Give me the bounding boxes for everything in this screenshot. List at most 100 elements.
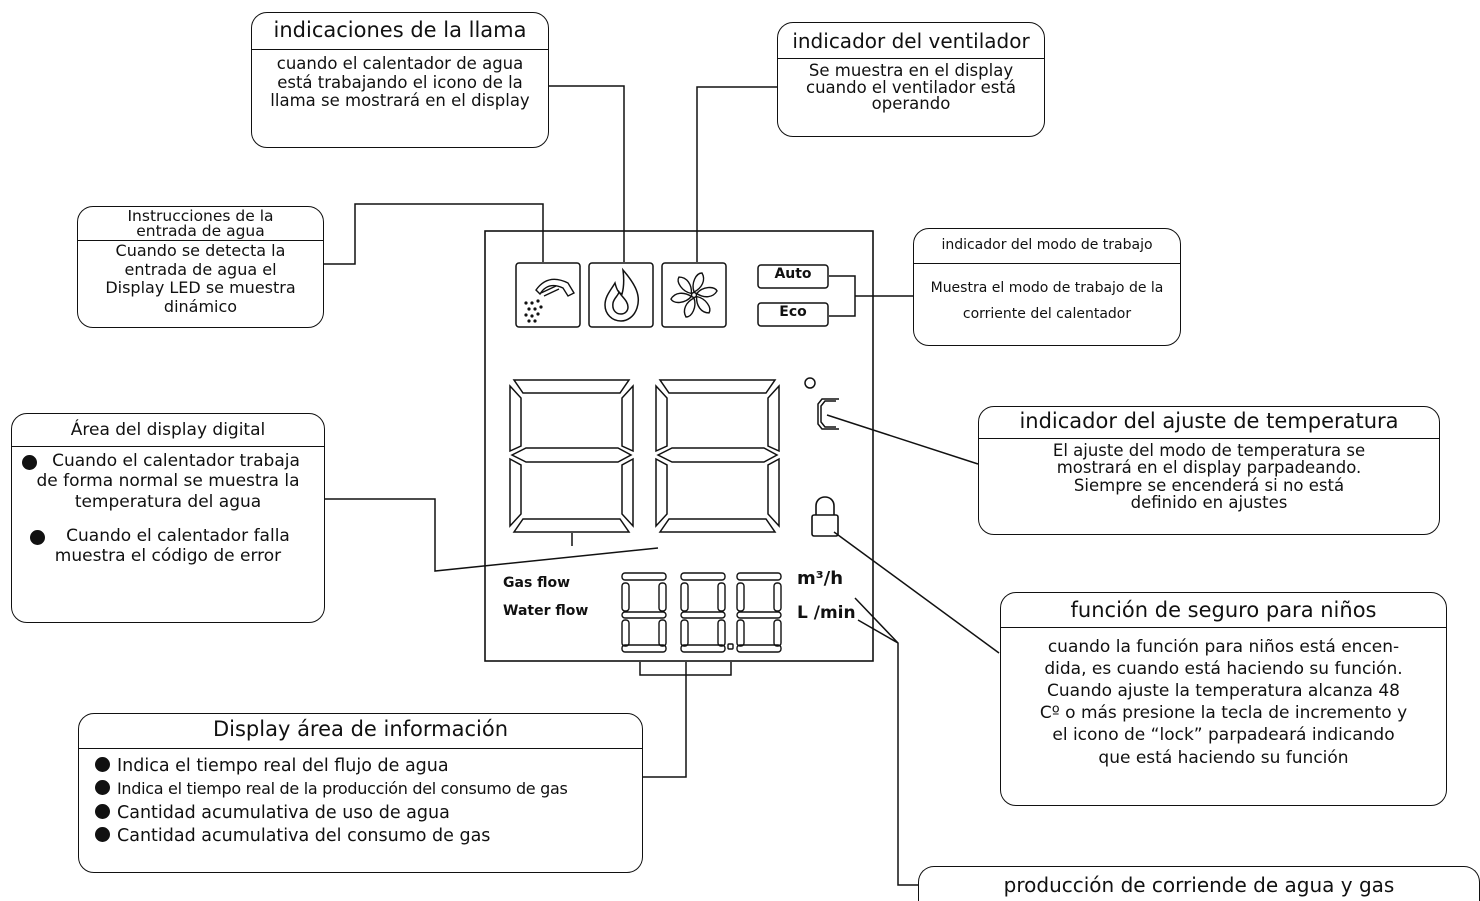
- info-area-bullet: Indica el tiempo real de la producción d…: [95, 778, 642, 801]
- digital-area-line: Cuando el calentador falla: [66, 526, 290, 547]
- info-area-bullet: Cantidad acumulativa del consumo de gas: [95, 825, 642, 848]
- temperature-callout-title: indicador del ajuste de temperatura: [979, 407, 1439, 440]
- water-inlet-line: Cuando se detecta la: [115, 241, 286, 261]
- mode-auto-label: Auto: [774, 266, 812, 282]
- child-lock-callout-body: cuando la función para niños está encen-…: [1001, 628, 1446, 769]
- bullet-icon: [95, 757, 110, 773]
- water-inlet-icon-box: [515, 262, 581, 328]
- info-area-list: Indica el tiempo real del flujo de agua …: [79, 749, 642, 848]
- temperature-line: Siempre se encenderá si no está: [1073, 475, 1345, 495]
- info-area-line: Cantidad acumulativa de uso de agua: [117, 802, 450, 823]
- flame-connector: [548, 85, 625, 262]
- flame-line: llama se mostrará en el display: [270, 90, 530, 110]
- gas-flow-label: Gas flow: [503, 575, 571, 591]
- bullet-icon: [95, 803, 110, 819]
- big-digits: [509, 379, 780, 546]
- info-area-line: Indica el tiempo real de la producción d…: [117, 779, 568, 799]
- temperature-line: mostrará en el display parpadeando.: [1056, 458, 1362, 478]
- info-area-callout-title: Display área de información: [79, 714, 642, 750]
- temperature-callout: indicador del ajuste de temperatura El a…: [978, 406, 1440, 535]
- digital-area-line: de forma normal se muestra la: [36, 471, 300, 492]
- temperature-line: definido en ajustes: [1130, 492, 1288, 512]
- temperature-connector: [826, 414, 979, 465]
- fan-icon: [670, 272, 718, 318]
- small-digit-1: [621, 572, 667, 653]
- flame-line: cuando el calentador de agua: [276, 54, 524, 74]
- digital-area-callout-title: Área del display digital: [12, 414, 324, 447]
- child-lock-callout-title: función de seguro para niños: [1001, 593, 1446, 629]
- child-lock-line: que está haciendo su función: [1098, 747, 1349, 768]
- water-inlet-line: entrada de agua el: [124, 259, 277, 279]
- water-inlet-line: dinámico: [163, 296, 238, 316]
- child-lock-callout: función de seguro para niños cuando la f…: [1000, 592, 1447, 806]
- big-digit-2: [655, 379, 780, 533]
- flame-line: está trabajando el icono de la: [277, 72, 523, 92]
- unit-gas-label: m³/h: [797, 568, 844, 589]
- water-inlet-callout: Instrucciones de la entrada de agua Cuan…: [77, 206, 324, 328]
- fan-connector: [696, 86, 778, 262]
- work-mode-line: Muestra el modo de trabajo de la: [930, 279, 1164, 296]
- decimal-point: [727, 643, 734, 650]
- lock-connector: [833, 531, 1000, 654]
- temperature-callout-body: El ajuste del modo de temperatura se mos…: [979, 439, 1439, 512]
- mode-auto-box: [757, 264, 829, 289]
- fan-callout-body: Se muestra en el display cuando el venti…: [778, 59, 1044, 113]
- fan-callout: indicador del ventilador Se muestra en e…: [777, 22, 1045, 137]
- fan-line: cuando el ventilador está: [806, 77, 1016, 97]
- lock-icon: [811, 496, 839, 537]
- mode-eco-label: Eco: [779, 304, 807, 320]
- flame-callout-title: indicaciones de la llama: [252, 13, 548, 51]
- temperature-line: El ajuste del modo de temperatura se: [1052, 441, 1366, 461]
- child-lock-line: cuando la función para niños está encen-: [1047, 637, 1400, 658]
- digital-area-line: temperatura del agua: [74, 491, 262, 512]
- work-mode-callout-body: Muestra el modo de trabajo de la corrien…: [914, 264, 1180, 328]
- info-area-bullet: Indica el tiempo real del flujo de agua: [95, 755, 642, 778]
- fan-callout-title: indicador del ventilador: [778, 23, 1044, 59]
- water-inlet-title-line: Instrucciones de la: [127, 207, 274, 225]
- info-area-callout: Display área de información Indica el ti…: [78, 713, 643, 873]
- digital-area-line: muestra el código de error: [54, 546, 282, 567]
- fan-icon-box: [661, 262, 727, 328]
- shower-icon: [524, 278, 575, 323]
- info-area-bullet: Cantidad acumulativa de uso de agua: [95, 802, 642, 825]
- lcd-panel: [484, 230, 874, 662]
- digital-area-bullet: Cuando el calentador falla muestra el có…: [12, 526, 324, 567]
- water-flow-label: Water flow: [503, 603, 589, 619]
- water-inlet-callout-title: Instrucciones de la entrada de agua: [78, 207, 323, 242]
- work-mode-line: corriente del calentador: [962, 305, 1132, 322]
- bullet-icon: [30, 530, 45, 546]
- digital-area-connector: [325, 498, 659, 572]
- water-inlet-title-line: entrada de agua: [136, 222, 265, 241]
- flame-callout-body: cuando el calentador de agua está trabaj…: [252, 50, 548, 110]
- small-digit-2: [680, 572, 726, 653]
- digital-area-list: Cuando el calentador trabaja de forma no…: [12, 447, 324, 567]
- flow-output-callout: producción de corriende de agua y gas: [918, 866, 1480, 901]
- water-inlet-callout-body: Cuando se detecta la entrada de agua el …: [78, 241, 323, 316]
- celsius-icon: [804, 377, 839, 430]
- child-lock-line: el icono de “lock” parpadeará indicando: [1052, 725, 1395, 746]
- flow-output-callout-title: producción de corriende de agua y gas: [1003, 873, 1395, 897]
- big-digit-1: [509, 379, 634, 533]
- bullet-icon: [95, 780, 110, 796]
- child-lock-line: dida, es cuando está haciendo su función…: [1044, 659, 1403, 680]
- digital-area-callout: Área del display digital Cuando el calen…: [11, 413, 325, 623]
- flame-callout: indicaciones de la llama cuando el calen…: [251, 12, 549, 148]
- small-digits: [621, 572, 782, 653]
- child-lock-line: Cº o más presione la tecla de incremento…: [1039, 703, 1408, 724]
- small-digit-3: [736, 572, 782, 653]
- flame-icon: [604, 267, 640, 322]
- mode-connector: [829, 275, 913, 317]
- bullet-icon: [95, 826, 110, 842]
- child-lock-line: Cuando ajuste la temperatura alcanza 48: [1047, 681, 1400, 702]
- work-mode-callout: indicador del modo de trabajo Muestra el…: [913, 228, 1181, 346]
- fan-line: Se muestra en el display: [808, 61, 1014, 80]
- flow-output-connector: [854, 597, 918, 886]
- fan-line: operando: [871, 94, 951, 113]
- unit-water-label: L /min: [797, 603, 856, 623]
- work-mode-callout-title: indicador del modo de trabajo: [914, 229, 1180, 264]
- bullet-icon: [22, 454, 37, 470]
- info-area-line: Indica el tiempo real del flujo de agua: [117, 756, 449, 777]
- water-inlet-line: Display LED se muestra: [105, 278, 296, 298]
